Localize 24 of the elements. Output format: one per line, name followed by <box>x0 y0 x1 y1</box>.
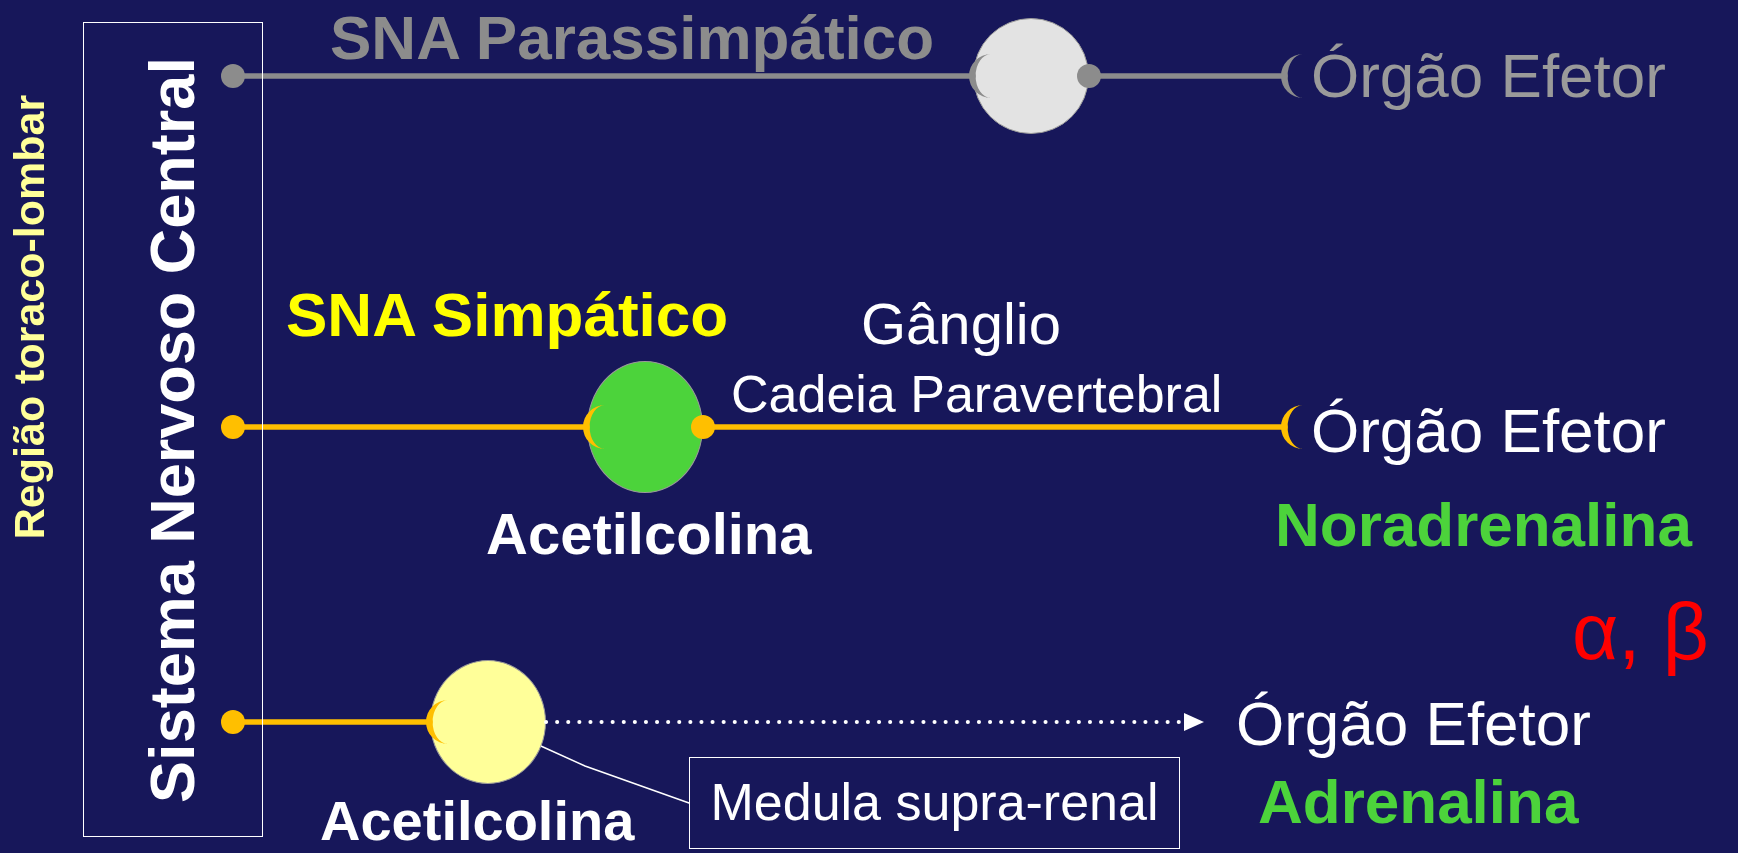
leader-line <box>540 745 690 804</box>
neurotransmitter-label: Acetilcolina <box>486 502 812 566</box>
region-label: Região toraco-lombar <box>6 94 54 540</box>
system-title: SNA Parassimpático <box>330 4 935 73</box>
nerve-fiber <box>221 54 991 98</box>
dotted-arrow <box>544 713 1204 731</box>
ganglion-label: Gânglio <box>861 292 1061 356</box>
cns-label: Sistema Nervoso Central <box>138 56 208 803</box>
nerve-fiber <box>1077 54 1303 98</box>
effector-organ-label: Órgão Efetor <box>1236 690 1591 759</box>
chain-label: Cadeia Paravertebral <box>731 366 1223 424</box>
nerve-fiber <box>221 405 605 449</box>
effector-organ-label: Órgão Efetor <box>1311 397 1666 466</box>
hormone-label: Adrenalina <box>1258 768 1579 837</box>
nerve-fiber <box>221 700 448 744</box>
cns-frame <box>83 22 263 837</box>
nerve-fiber <box>691 405 1303 449</box>
receptor-label: α, β <box>1572 588 1709 676</box>
organ-box <box>689 757 1180 849</box>
organ-label: Medula supra-renal <box>710 774 1159 832</box>
effector-organ-label: Órgão Efetor <box>1311 42 1666 111</box>
neurotransmitter-label: Acetilcolina <box>320 790 635 852</box>
neurotransmitter-label: Noradrenalina <box>1275 491 1692 560</box>
system-title: SNA Simpático <box>286 281 729 350</box>
